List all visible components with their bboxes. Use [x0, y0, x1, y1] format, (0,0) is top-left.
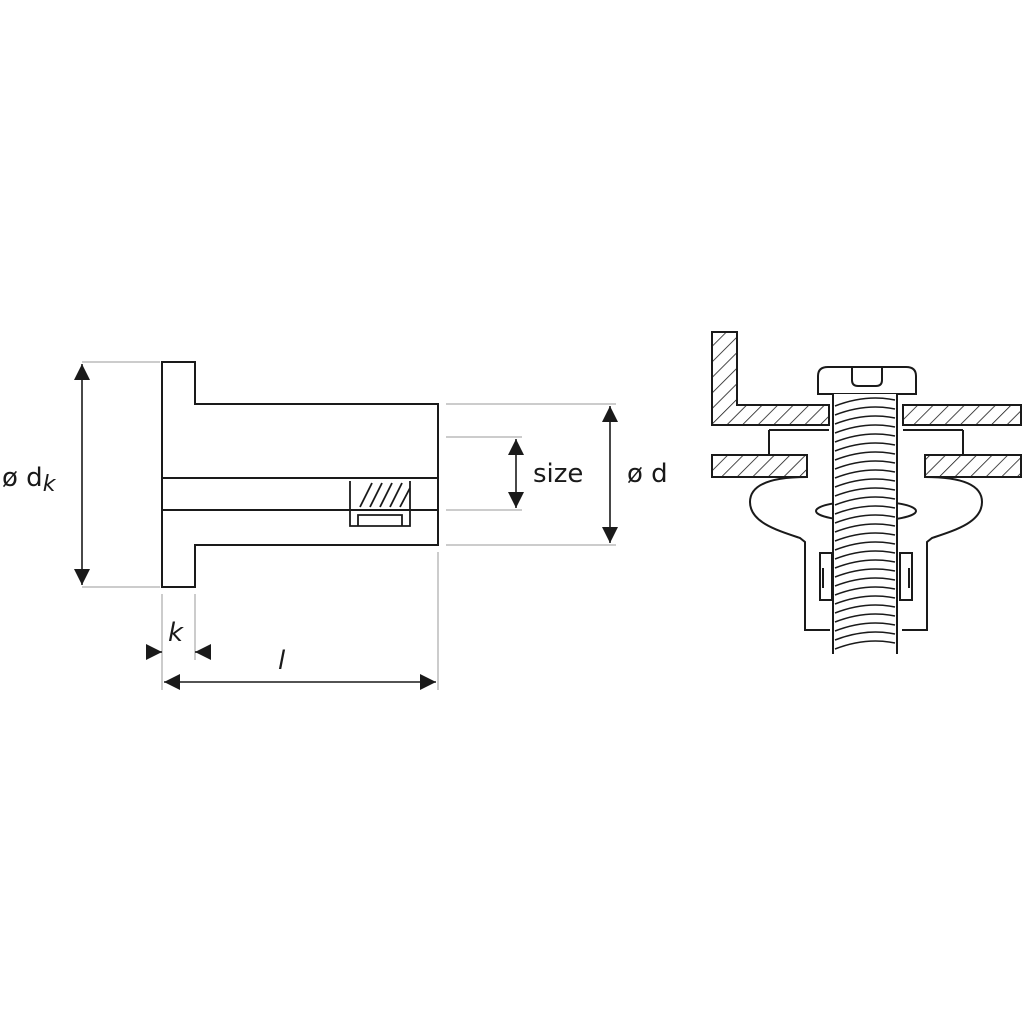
screw-thread-line [834, 496, 896, 506]
screw-thread-line [834, 406, 896, 416]
screw-thread-line [834, 469, 896, 479]
screw-thread-line [834, 568, 896, 578]
screw-thread-line [834, 586, 896, 596]
upper-bracket-left [711, 331, 830, 426]
head-diameter-label: ø dk [2, 465, 55, 496]
head-diameter-subscript: k [42, 472, 56, 497]
assembly-section-view [711, 331, 1022, 654]
screw-thread-line [834, 559, 896, 569]
nut-outline [161, 361, 439, 588]
thread-size-label: size [533, 459, 584, 489]
screw-thread-line [834, 397, 896, 407]
screw-thread-line [834, 595, 896, 605]
screw-thread-line [834, 487, 896, 497]
screw-thread-line [834, 604, 896, 614]
screw-thread-line [834, 433, 896, 443]
screw-head [817, 366, 917, 395]
screw-thread-line [834, 460, 896, 470]
head-diameter-prefix: ø d [2, 463, 43, 493]
screw-thread-line [834, 442, 896, 452]
screw-shank [832, 394, 898, 654]
lower-plate-left [711, 454, 808, 478]
screw-thread-line [834, 523, 896, 533]
body-diameter-label: ø d [627, 459, 668, 489]
dimension-lines [74, 364, 618, 690]
nut-side-view [161, 361, 439, 588]
lower-plate-right [924, 454, 1022, 478]
screw-thread-line [834, 622, 896, 632]
installed-nut [748, 429, 984, 631]
screw-slot [851, 367, 883, 387]
head-height-label: k [168, 618, 184, 648]
screw-thread-line [834, 640, 896, 650]
screw-thread-line [834, 451, 896, 461]
screw-thread-line [834, 613, 896, 623]
screw-thread-line [834, 415, 896, 425]
nut-bulge-left [748, 476, 830, 631]
screw-thread-line [834, 577, 896, 587]
screw-thread-line [834, 514, 896, 524]
screw-thread-line [834, 541, 896, 551]
screw-thread-line [834, 631, 896, 641]
screw-thread-line [834, 478, 896, 488]
upper-bracket-right [902, 404, 1022, 426]
screw-thread-line [834, 505, 896, 515]
internal-thread-detail [349, 481, 411, 527]
screw-thread-line [834, 532, 896, 542]
screw-thread-line [834, 550, 896, 560]
screw-thread-line [834, 424, 896, 434]
length-label: l [278, 646, 286, 676]
nut-bulge-right [902, 476, 984, 631]
